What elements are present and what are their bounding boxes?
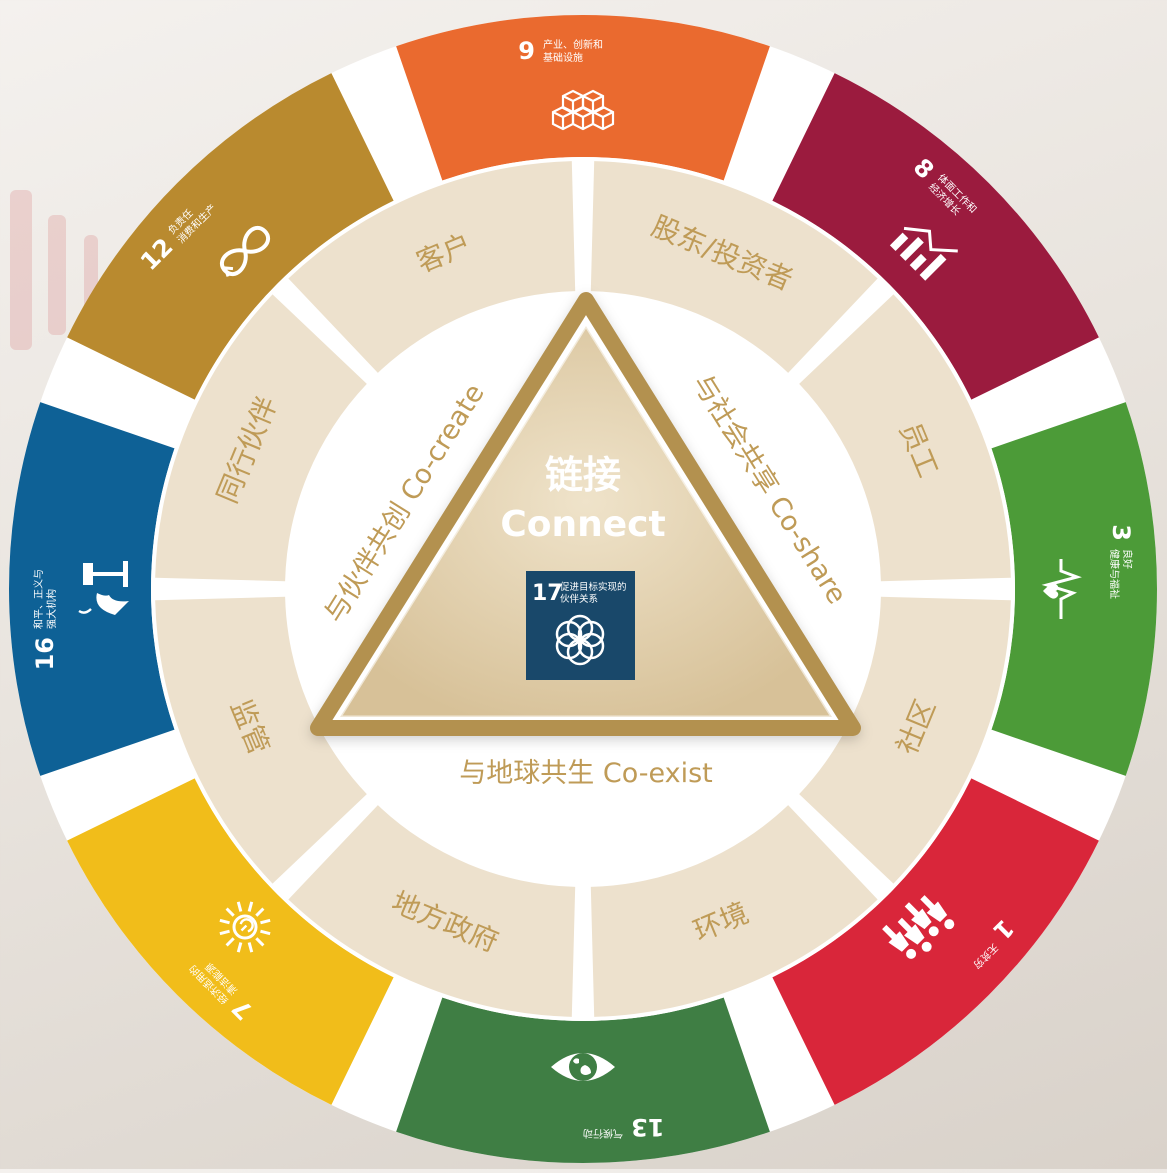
heartbeat-icon (1041, 559, 1082, 619)
sdg-9-label-line1: 产业、创新和 (543, 38, 603, 51)
stakeholder-segment-4 (590, 805, 878, 1017)
growth-chart-icon (889, 226, 958, 281)
connect-triangle (310, 292, 861, 736)
stakeholder-segment-2 (799, 294, 1011, 582)
sdg-16-tile: 16 和平、正义与强大机构 (31, 561, 129, 670)
side-label-bottom: 与地球共生 Co-exist (459, 758, 712, 789)
stakeholder-segment-1 (590, 161, 878, 373)
sdg-8-segment (772, 73, 1099, 400)
sdg-3-label-line1: 良好 (1121, 549, 1134, 569)
center-title-cn: 链接 (545, 453, 621, 497)
sdg-16-label-line2: 强大机构 (45, 589, 58, 629)
flower-rings-icon (555, 614, 605, 666)
stakeholder-segment-5 (288, 805, 576, 1017)
sun-power-icon (219, 901, 271, 953)
cubes-icon (551, 89, 615, 131)
sdg-13-number: 13 (631, 1113, 664, 1141)
dove-gavel-icon (78, 561, 129, 615)
stakeholder-segment-3 (799, 596, 1011, 884)
stakeholder-segment-8 (288, 161, 576, 373)
sdg-16-segment (9, 402, 175, 776)
sdg-9-label-line2: 基础设施 (543, 51, 583, 64)
sdg-9-number: 9 (518, 37, 535, 65)
background-decoration (10, 190, 98, 350)
sdg-16-label-line1: 和平、正义与 (33, 569, 45, 629)
center-title-en: Connect (500, 504, 665, 545)
sdg-17-number: 17 (532, 581, 563, 606)
sdg-3-segment (991, 402, 1157, 776)
stakeholder-segment-7 (155, 294, 367, 582)
stakeholder-segment-6 (155, 596, 367, 884)
sdg-17-label-line2: 伙伴关系 (560, 593, 598, 605)
sdg-17-tile: 17 促进目标实现的 伙伴关系 (526, 571, 635, 680)
sdg-17-label-line1: 促进目标实现的 (560, 581, 627, 593)
sdg-13-label-line1: 气候行动 (583, 1127, 623, 1140)
sdg-12-segment (67, 73, 394, 400)
sdg-13-tile: 13 气候行动 (551, 1053, 664, 1141)
sdg-16-number: 16 (31, 637, 59, 670)
sdg-3-number: 3 (1107, 524, 1135, 541)
sdg-1-segment (772, 778, 1099, 1105)
earth-eye-icon (551, 1053, 615, 1081)
family-icon (882, 895, 955, 959)
infinity-loop-icon (219, 225, 271, 277)
sdg-3-label-line2: 健康与福祉 (1108, 549, 1121, 599)
